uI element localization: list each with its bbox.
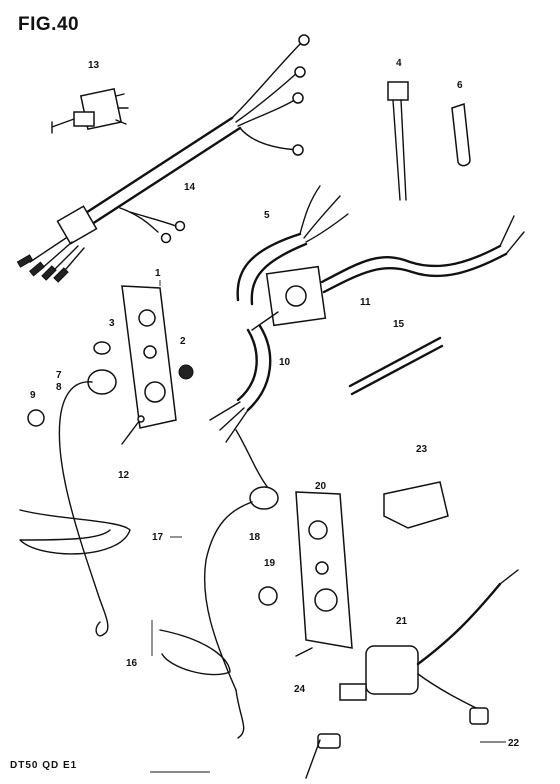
diagram-code: DT50 QD E1 [10,760,78,771]
toggle-switch-part [51,87,129,134]
corrugated-tube-part [348,336,444,396]
bracket-part [383,481,449,529]
clamp-clip-part [451,102,471,167]
keys-part [305,707,489,779]
callout-17: 17 [152,532,164,543]
callout-6: 6 [457,80,463,91]
screw-upper-part [121,415,145,445]
callout-labels: 1 2 3 4 5 6 7 8 9 10 11 12 13 14 15 16 1… [30,58,520,749]
callout-12: 12 [118,470,130,481]
callout-10: 10 [279,357,291,368]
main-harness-part [236,185,525,331]
callout-13: 13 [88,60,100,71]
callout-8: 8 [56,382,62,393]
switch-panel-upper-part [121,285,177,429]
screw-lower-part [295,647,313,657]
callout-1: 1 [155,268,161,279]
callout-23: 23 [416,444,428,455]
callout-3: 3 [109,318,115,329]
callout-5: 5 [264,210,270,221]
callout-14: 14 [184,182,196,193]
callout-2: 2 [180,336,186,347]
cable-tie-part [387,81,409,201]
switch-panel-lower-part [295,491,353,649]
callout-24: 24 [294,684,306,695]
cap-part [258,586,278,606]
figure-title: FIG.40 [18,14,80,35]
lower-harness-part [209,324,272,489]
callout-20: 20 [315,481,327,492]
callout-11: 11 [360,297,371,308]
indicator-switch-part [19,341,131,637]
wire-harness-part [16,34,310,283]
callout-22: 22 [508,738,520,749]
nut-part [178,364,194,380]
callout-4: 4 [396,58,402,69]
callout-7: 7 [56,370,62,381]
callout-15: 15 [393,319,405,330]
key-switch-part [339,569,519,711]
callout-16: 16 [126,658,138,669]
callout-21: 21 [396,616,408,627]
callout-19: 19 [264,558,276,569]
lower-switch-part [159,486,279,739]
callout-9: 9 [30,390,36,401]
callout-18: 18 [249,532,261,543]
